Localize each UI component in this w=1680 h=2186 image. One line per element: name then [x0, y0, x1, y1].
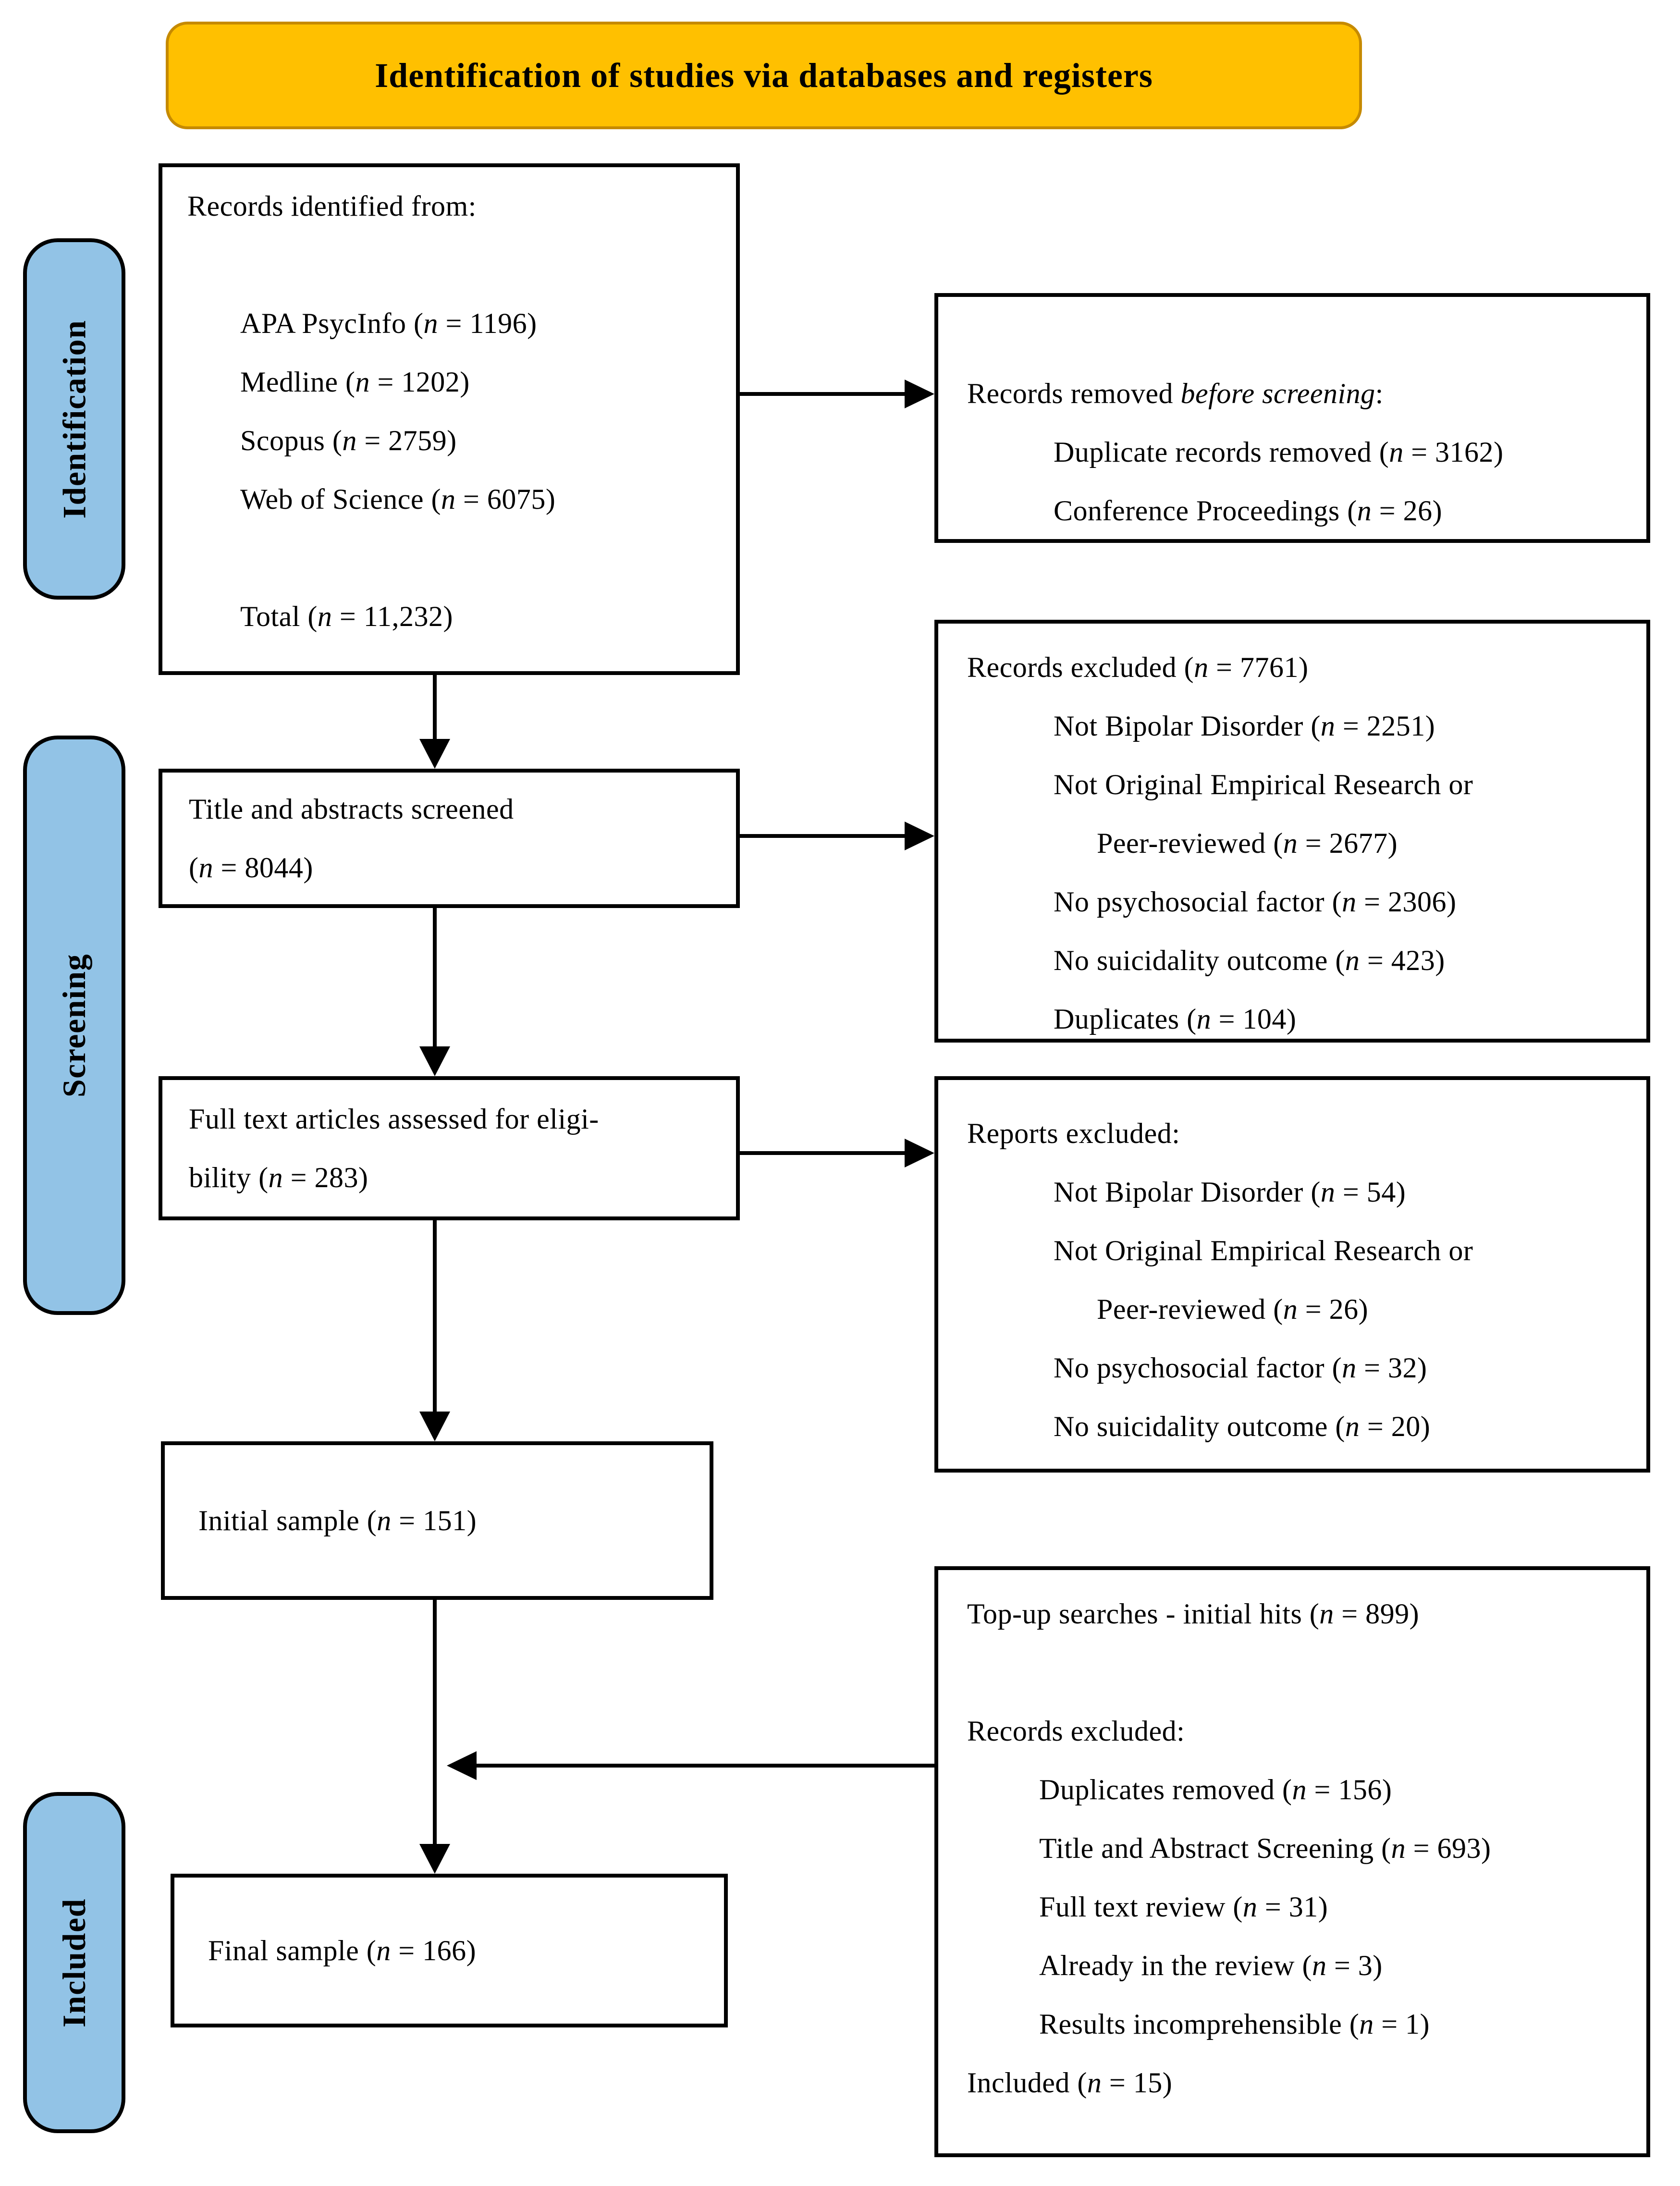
- full-text-assessed-box: Full text articles assessed for eligi- b…: [159, 1076, 740, 1220]
- records-excluded-item-not-bipolar: Not Bipolar Disorder (n = 2251): [1054, 710, 1435, 742]
- stage-label-included: Included: [23, 1792, 125, 2133]
- stage-label-identification: Identification: [23, 238, 125, 600]
- records-excluded-item-not-original-1: Not Original Empirical Research or: [1054, 769, 1473, 800]
- arrowhead-identified-to-removed: [905, 380, 934, 408]
- records-identified-heading: Records identified from:: [187, 190, 477, 222]
- stage-label-identification-text: Identification: [56, 319, 92, 518]
- top-up-heading: Top-up searches - initial hits (n = 899): [967, 1598, 1420, 1630]
- source-scopus: Scopus (n = 2759): [240, 425, 457, 456]
- records-excluded-item-no-psychosocial: No psychosocial factor (n = 2306): [1054, 886, 1457, 918]
- reports-excluded-heading: Reports excluded:: [967, 1118, 1180, 1149]
- records-removed-heading: Records removed before screening:: [967, 378, 1384, 409]
- top-up-item-full-text: Full text review (n = 31): [1039, 1891, 1328, 1923]
- full-text-assessed-line2: bility (n = 283): [189, 1162, 368, 1193]
- records-excluded-heading: Records excluded (n = 7761): [967, 651, 1309, 683]
- source-medline: Medline (n = 1202): [240, 366, 470, 398]
- records-excluded-box: Records excluded (n = 7761) Not Bipolar …: [934, 620, 1650, 1043]
- arrowhead-topup-to-flow: [447, 1751, 477, 1780]
- final-sample-text: Final sample (n = 166): [208, 1935, 477, 1966]
- top-up-included-footer: Included (n = 15): [967, 2067, 1173, 2099]
- top-up-item-title-abstract: Title and Abstract Screening (n = 693): [1039, 1832, 1491, 1864]
- stage-label-screening: Screening: [23, 736, 125, 1315]
- title-abstract-screened-line2: (n = 8044): [189, 852, 313, 884]
- reports-excluded-item-no-psychosocial: No psychosocial factor (n = 32): [1054, 1352, 1427, 1384]
- final-sample-box: Final sample (n = 166): [171, 1874, 728, 2027]
- top-up-searches-box: Top-up searches - initial hits (n = 899)…: [934, 1566, 1650, 2157]
- records-excluded-item-no-suicidality: No suicidality outcome (n = 423): [1054, 945, 1445, 976]
- arrowhead-identified-to-screened: [419, 739, 450, 769]
- top-up-item-results-incomprehensible: Results incomprehensible (n = 1): [1039, 2008, 1430, 2040]
- reports-excluded-item-not-original-1: Not Original Empirical Research or: [1054, 1235, 1473, 1266]
- records-removed-item-duplicates: Duplicate records removed (n = 3162): [1054, 436, 1504, 468]
- top-up-item-already-in-review: Already in the review (n = 3): [1039, 1950, 1383, 1981]
- source-apa-psycinfo: APA PsycInfo (n = 1196): [240, 307, 537, 339]
- top-up-item-duplicates: Duplicates removed (n = 156): [1039, 1774, 1392, 1805]
- reports-excluded-item-not-original-2: Peer-reviewed (n = 26): [1097, 1293, 1369, 1325]
- title-abstract-screened-line1: Title and abstracts screened: [189, 793, 514, 825]
- initial-sample-text: Initial sample (n = 151): [198, 1505, 477, 1536]
- arrowhead-fulltext-to-initial: [419, 1412, 450, 1441]
- reports-excluded-item-not-bipolar: Not Bipolar Disorder (n = 54): [1054, 1176, 1406, 1208]
- records-identified-total: Total (n = 11,232): [240, 601, 454, 632]
- records-excluded-item-not-original-2: Peer-reviewed (n = 2677): [1097, 827, 1398, 859]
- full-text-assessed-line1: Full text articles assessed for eligi-: [189, 1103, 599, 1135]
- reports-excluded-box: Reports excluded: Not Bipolar Disorder (…: [934, 1076, 1650, 1473]
- records-excluded-item-duplicates: Duplicates (n = 104): [1054, 1003, 1297, 1035]
- top-up-records-excluded-subheading: Records excluded:: [967, 1715, 1185, 1747]
- arrowhead-initial-to-final: [419, 1844, 450, 1874]
- reports-excluded-item-no-suicidality: No suicidality outcome (n = 20): [1054, 1411, 1431, 1442]
- records-identified-box: Records identified from: APA PsycInfo (n…: [159, 163, 740, 675]
- arrowhead-fulltext-to-reports: [905, 1139, 934, 1167]
- initial-sample-box: Initial sample (n = 151): [161, 1441, 713, 1600]
- title-abstract-screened-box: Title and abstracts screened (n = 8044): [159, 769, 740, 908]
- banner-title: Identification of studies via databases …: [166, 22, 1362, 129]
- stage-label-included-text: Included: [56, 1898, 92, 2027]
- stage-label-screening-text: Screening: [56, 953, 93, 1097]
- source-web-of-science: Web of Science (n = 6075): [240, 483, 556, 515]
- records-removed-item-conference: Conference Proceedings (n = 26): [1054, 495, 1443, 527]
- records-removed-box: Records removed before screening: Duplic…: [934, 293, 1650, 543]
- arrowhead-screened-to-excluded: [905, 822, 934, 850]
- arrowhead-screened-to-fulltext: [419, 1046, 450, 1076]
